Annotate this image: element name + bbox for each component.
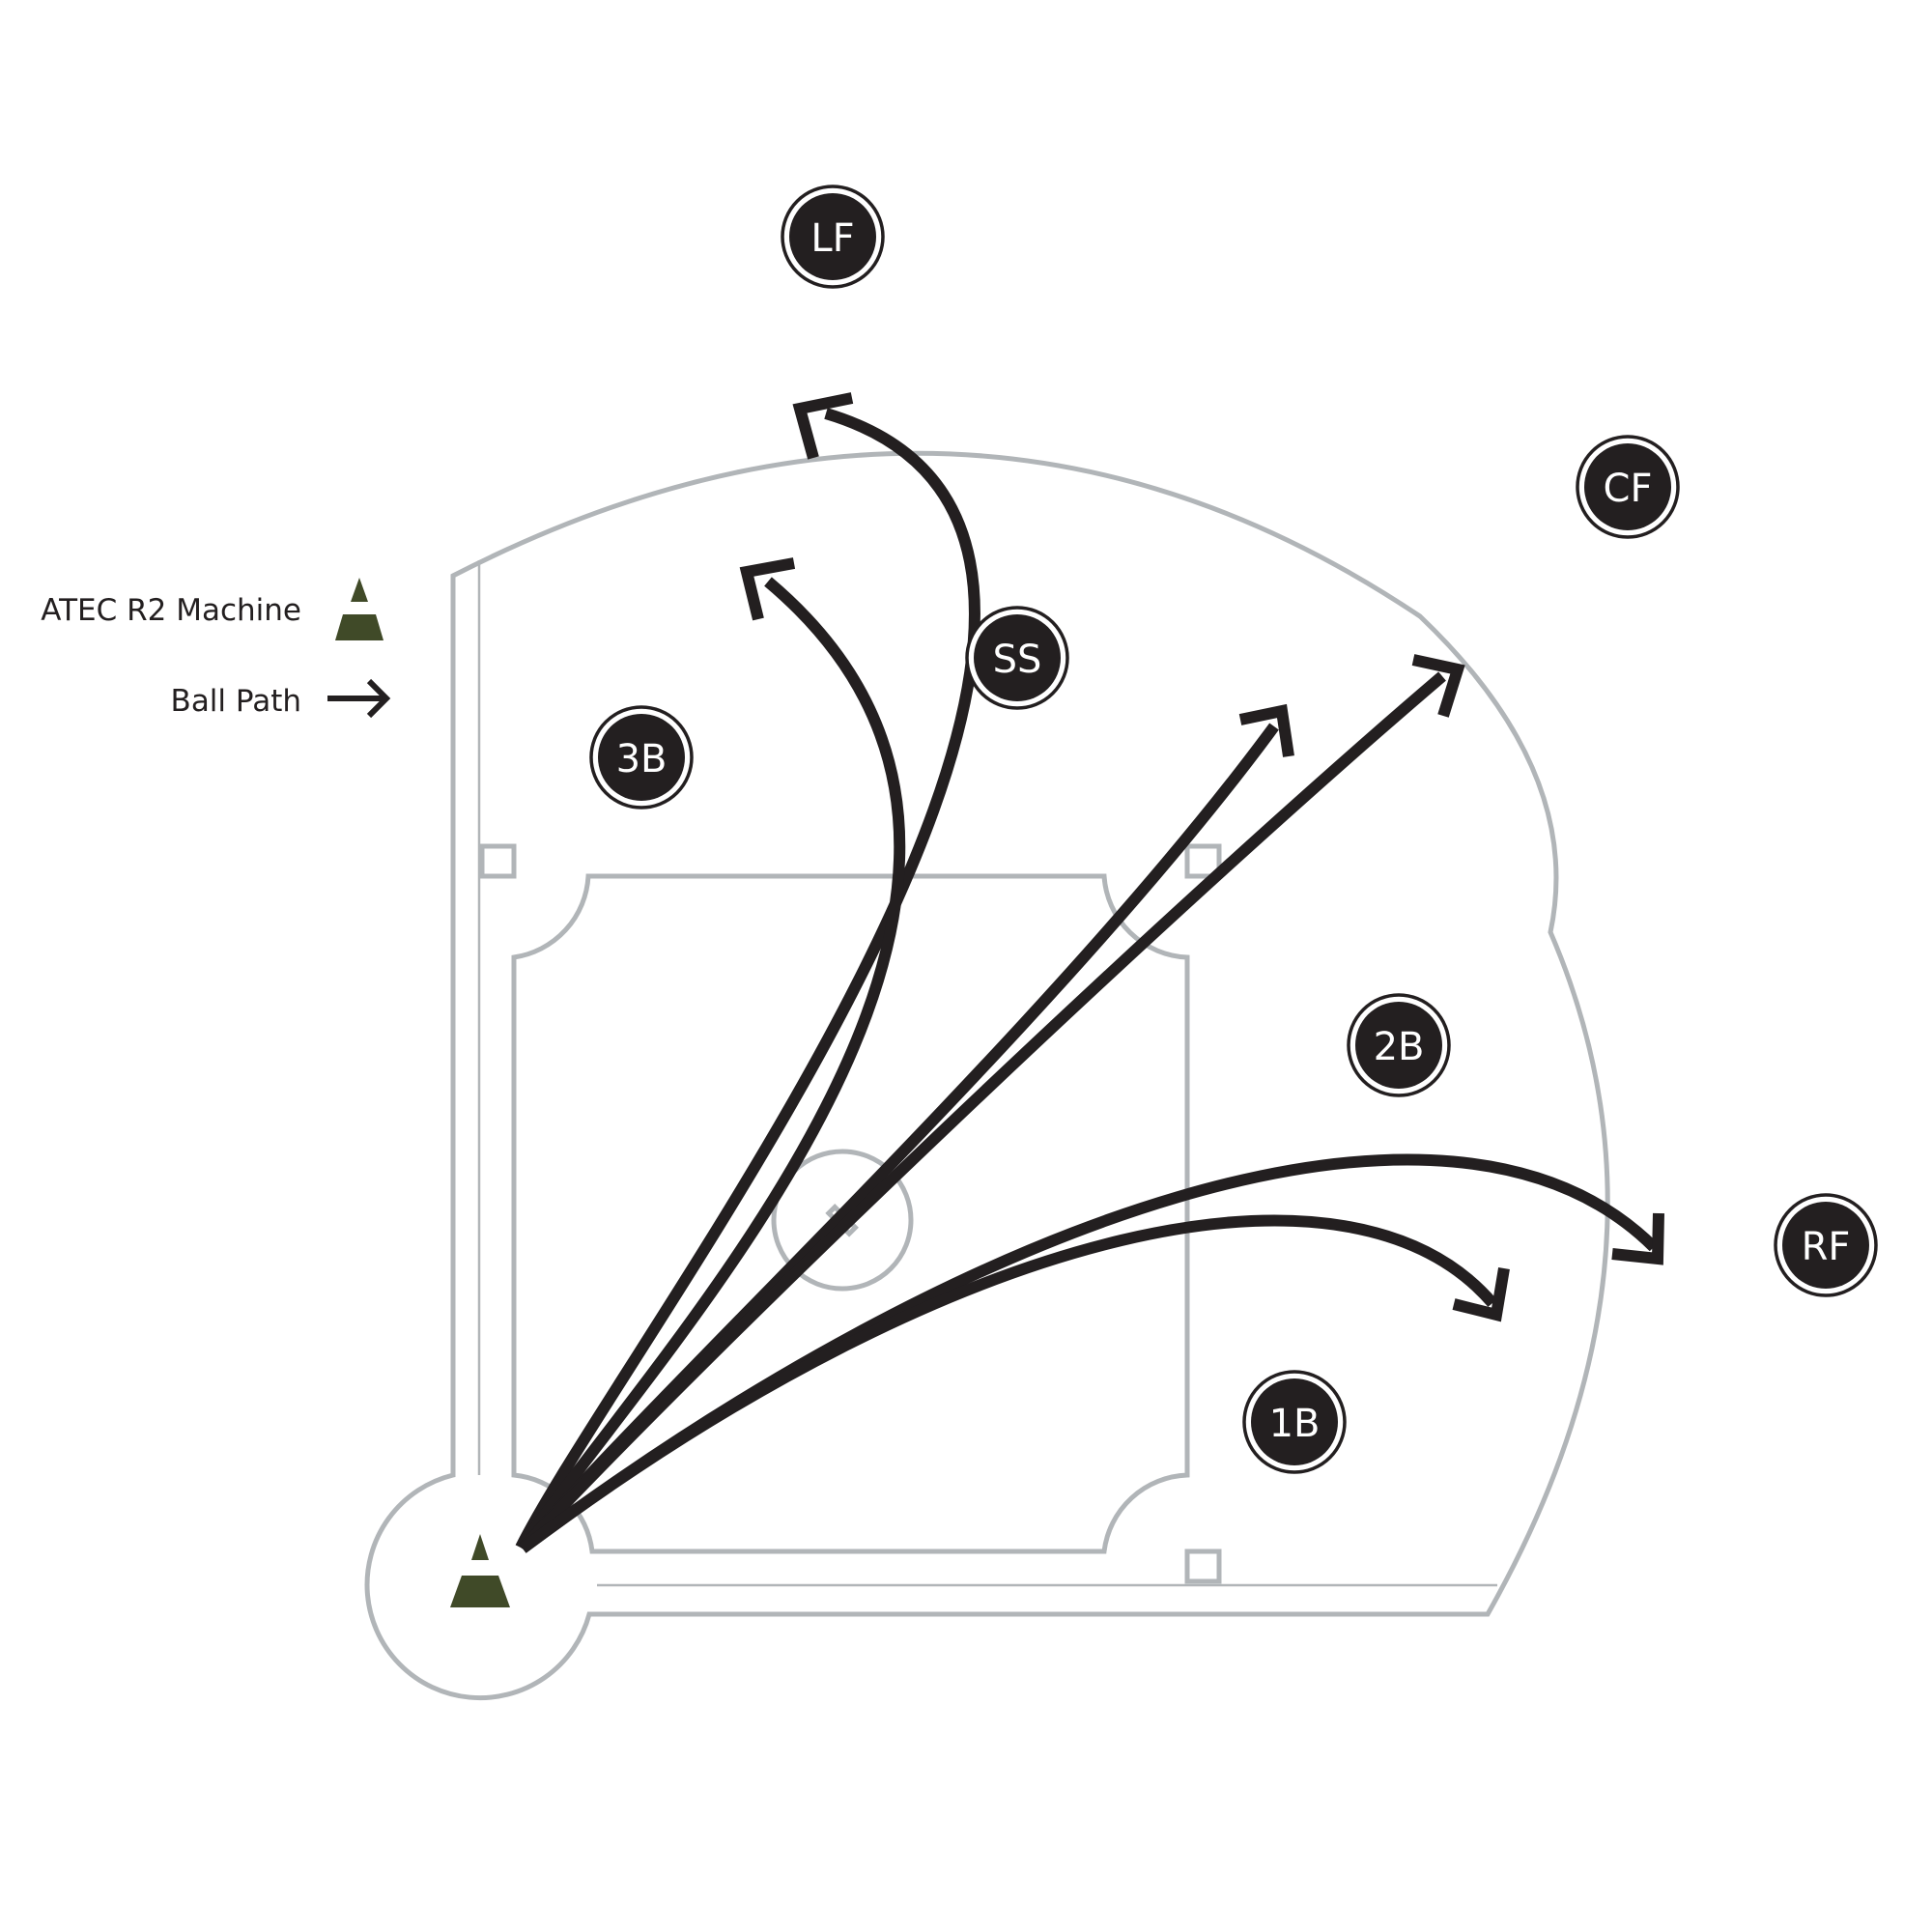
- pitchers-mound: [771, 1149, 914, 1292]
- legend-machine-icon: [335, 578, 384, 640]
- legend-machine-label: ATEC R2 Machine: [41, 593, 301, 628]
- arrow-head-second-base: [1238, 703, 1294, 757]
- ball-path-first-base: [519, 1214, 1497, 1553]
- position-rf-label: RF: [1802, 1225, 1851, 1269]
- ball-path-left-field: [515, 408, 980, 1550]
- position-ss: SS: [965, 606, 1069, 710]
- ball-path-shortstop: [516, 577, 906, 1551]
- arrow-head-left-field: [792, 392, 854, 460]
- arrow-head-first-base: [1452, 1267, 1510, 1322]
- position-2b: 2B: [1347, 993, 1451, 1097]
- second-base: [1184, 843, 1222, 879]
- position-3b: 3B: [589, 705, 694, 810]
- outfield-fence: [364, 450, 1610, 1701]
- position-1b-label: 1B: [1269, 1402, 1321, 1446]
- machine-top-shape: [471, 1534, 489, 1560]
- ball-path-center-field: [518, 671, 1446, 1553]
- arrow-head-right-field: [1611, 1212, 1664, 1265]
- machine-base-shape: [450, 1576, 510, 1607]
- position-1b: 1B: [1242, 1370, 1347, 1474]
- arrow-head-shortstop: [739, 557, 796, 621]
- legend-arrow-icon: [327, 678, 391, 719]
- position-ss-label: SS: [993, 638, 1042, 682]
- legend-ball-path-label: Ball Path: [171, 684, 301, 719]
- first-base: [1184, 1548, 1222, 1584]
- position-lf: LF: [781, 185, 885, 289]
- position-2b-label: 2B: [1374, 1025, 1425, 1069]
- position-rf: RF: [1774, 1193, 1878, 1297]
- ball-paths: [515, 392, 1664, 1553]
- legend: ATEC R2 Machine Ball Path: [41, 578, 391, 719]
- ball-path-right-field: [519, 1153, 1659, 1553]
- position-cf-label: CF: [1604, 467, 1653, 511]
- position-3b-label: 3B: [616, 737, 668, 781]
- position-lf-label: LF: [810, 216, 854, 261]
- position-cf: CF: [1576, 435, 1680, 539]
- arrow-head-center-field: [1411, 654, 1465, 718]
- third-base: [479, 843, 517, 879]
- atec-r2-machine-icon: [450, 1534, 510, 1607]
